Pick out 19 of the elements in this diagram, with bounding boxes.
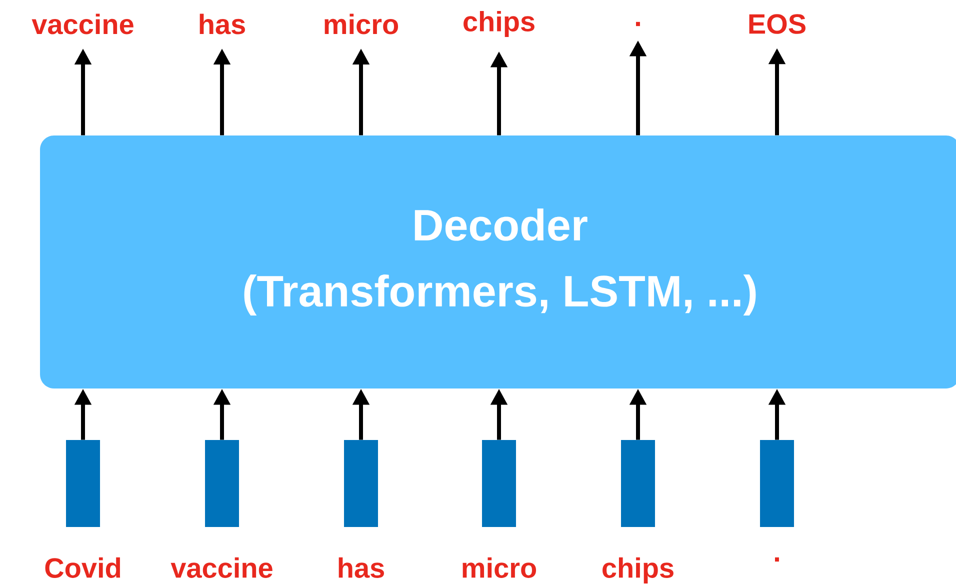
embedding-bar	[344, 440, 378, 527]
input-word: vaccine	[170, 557, 272, 578]
output-word: vaccine	[32, 14, 134, 34]
output-word: has	[200, 14, 245, 34]
embedding-bar	[205, 440, 239, 527]
input-word: chips	[602, 557, 674, 584]
output-word: chips	[464, 10, 534, 38]
output-word: .	[636, 22, 640, 26]
input-word: has	[338, 557, 384, 578]
embedding-bar	[66, 440, 100, 527]
output-word: micro	[324, 14, 398, 34]
embedding-bar	[760, 440, 794, 527]
output-word: EOS	[749, 14, 806, 34]
embedding-bar	[621, 440, 655, 527]
input-word: .	[775, 557, 779, 562]
input-word: Covid	[45, 557, 120, 578]
decoder-box: Decoder (Transformers, LSTM, ...)	[40, 136, 956, 388]
embedding-bar	[482, 440, 516, 527]
input-word: micro	[462, 557, 536, 578]
